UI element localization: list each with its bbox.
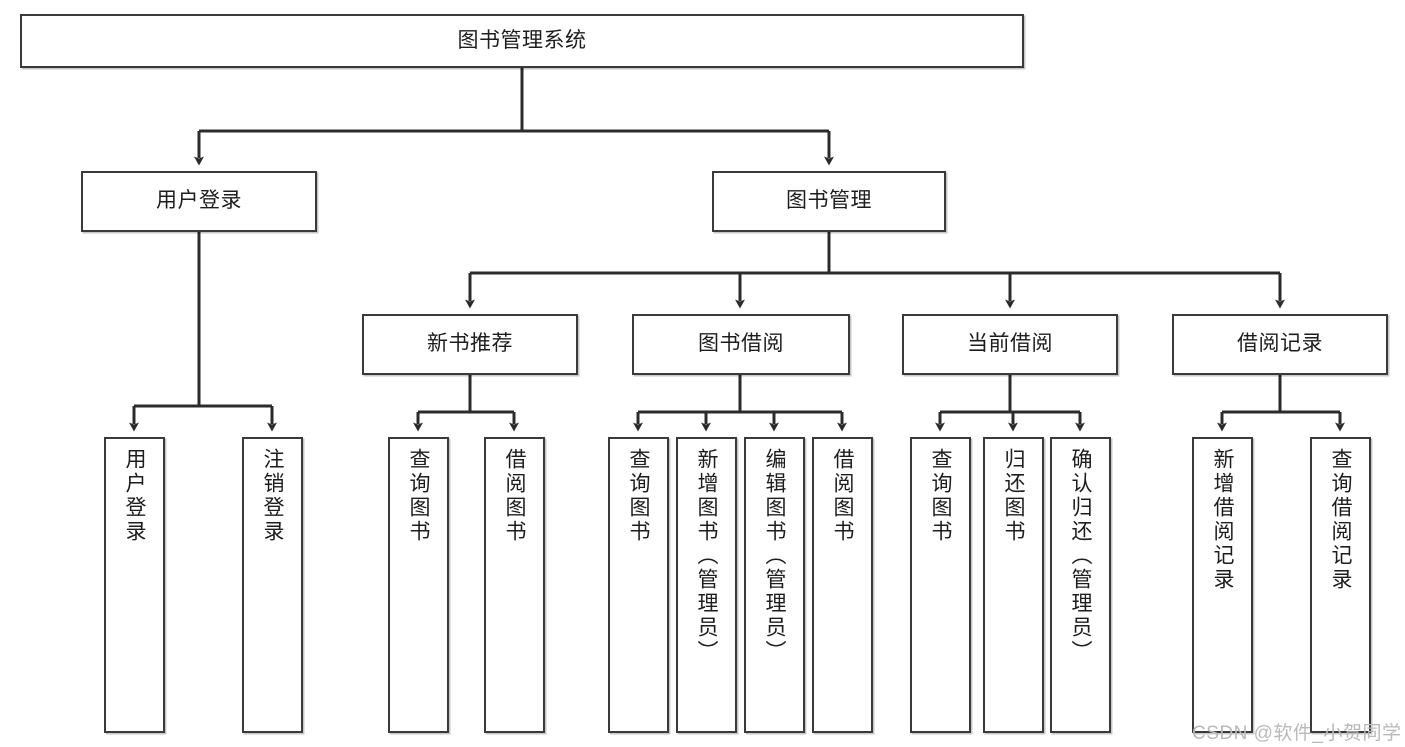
node-leaf-query-book-cur-label: 查询图书 xyxy=(929,448,952,544)
node-leaf-confirm-return-label: 确认归还（管理员） xyxy=(1069,448,1092,664)
node-new-book-rec[interactable]: 新书推荐 xyxy=(362,314,578,375)
node-leaf-query-record[interactable]: 查询借阅记录 xyxy=(1310,437,1371,733)
node-leaf-confirm-return[interactable]: 确认归还（管理员） xyxy=(1050,437,1111,733)
node-leaf-add-book[interactable]: 新增图书（管理员） xyxy=(676,437,737,733)
node-leaf-query-book-rec[interactable]: 查询图书 xyxy=(388,437,449,733)
node-leaf-add-book-label: 新增图书（管理员） xyxy=(695,448,718,664)
node-borrow-record-label: 借阅记录 xyxy=(1237,332,1323,356)
node-leaf-return-book[interactable]: 归还图书 xyxy=(983,437,1044,733)
node-leaf-borrow-book-rec[interactable]: 借阅图书 xyxy=(484,437,545,733)
node-leaf-user-login-label: 用户登录 xyxy=(123,448,146,544)
node-root-label: 图书管理系统 xyxy=(457,28,587,52)
node-leaf-return-book-label: 归还图书 xyxy=(1002,448,1025,544)
node-leaf-add-record-label: 新增借阅记录 xyxy=(1211,448,1234,592)
node-leaf-query-book-rec-label: 查询图书 xyxy=(407,448,430,544)
node-book-manage-label: 图书管理 xyxy=(786,189,872,213)
node-book-manage[interactable]: 图书管理 xyxy=(712,171,946,232)
node-leaf-query-record-label: 查询借阅记录 xyxy=(1329,448,1352,592)
node-leaf-edit-book-label: 编辑图书（管理员） xyxy=(763,448,786,664)
node-leaf-query-book[interactable]: 查询图书 xyxy=(608,437,669,733)
node-leaf-user-logout-label: 注销登录 xyxy=(261,448,284,544)
node-leaf-user-login[interactable]: 用户登录 xyxy=(104,437,165,733)
node-user-login[interactable]: 用户登录 xyxy=(81,171,317,232)
node-current-borrow[interactable]: 当前借阅 xyxy=(902,314,1118,375)
node-user-login-label: 用户登录 xyxy=(156,189,242,213)
node-leaf-query-book-cur[interactable]: 查询图书 xyxy=(910,437,971,733)
node-leaf-borrow-book-rec-label: 借阅图书 xyxy=(503,448,526,544)
node-borrow-record[interactable]: 借阅记录 xyxy=(1172,314,1388,375)
node-book-borrow-label: 图书借阅 xyxy=(698,332,784,356)
node-book-borrow[interactable]: 图书借阅 xyxy=(632,314,850,375)
node-root[interactable]: 图书管理系统 xyxy=(20,14,1024,68)
node-new-book-rec-label: 新书推荐 xyxy=(427,332,513,356)
node-leaf-add-record[interactable]: 新增借阅记录 xyxy=(1192,437,1253,733)
node-leaf-edit-book[interactable]: 编辑图书（管理员） xyxy=(744,437,805,733)
node-leaf-borrow-book[interactable]: 借阅图书 xyxy=(812,437,873,733)
node-leaf-user-logout[interactable]: 注销登录 xyxy=(242,437,303,733)
node-current-borrow-label: 当前借阅 xyxy=(967,332,1053,356)
csdn-watermark: CSDN @软件_小贺同学 xyxy=(1192,723,1402,744)
node-leaf-query-book-label: 查询图书 xyxy=(627,448,650,544)
node-leaf-borrow-book-label: 借阅图书 xyxy=(831,448,854,544)
